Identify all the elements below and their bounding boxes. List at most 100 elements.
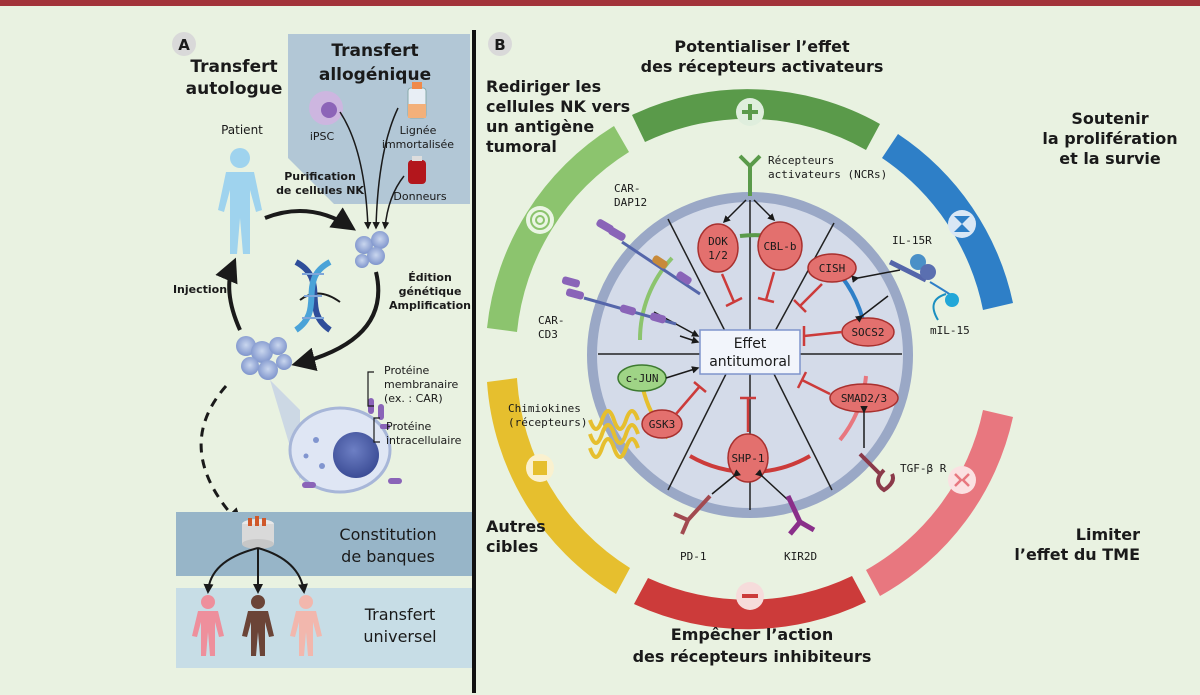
membrane-protein-label-1: Protéine [384, 364, 430, 377]
svg-text:SHP-1: SHP-1 [731, 452, 764, 465]
title-other-1: Autres [486, 517, 546, 536]
purification-label-2: de cellules NK [276, 184, 364, 197]
svg-text:CBL-b: CBL-b [763, 240, 796, 253]
title-inhibitory-2: des récepteurs inhibiteurs [633, 647, 872, 666]
node-dok: DOK 1/2 [697, 223, 739, 273]
car-cd3-label-1: CAR- [538, 314, 565, 327]
ring-segment-proliferation [882, 134, 1013, 310]
ring-segment-activating [632, 89, 880, 150]
title-redirect-1: Rediriger les [486, 77, 601, 96]
universal-label-1: Transfert [364, 605, 436, 624]
ring-segment-other [487, 378, 630, 594]
autologous-title-1: Transfert [190, 57, 277, 77]
activating-receptor-icon [738, 154, 762, 196]
panel-a-letter: A [178, 36, 190, 54]
tgfbr-icon [858, 452, 895, 493]
title-proliferation-3: et la survie [1059, 149, 1161, 168]
title-redirect-2: cellules NK vers [486, 97, 630, 116]
ring-segment-tme [866, 410, 1013, 596]
car-dap12-icon [596, 219, 701, 296]
svg-text:c-JUN: c-JUN [625, 372, 658, 385]
intracellular-protein-label-1: Protéine [386, 420, 432, 433]
editing-label-1: Édition [408, 271, 452, 284]
car-dap12-label-1: CAR- [614, 182, 641, 195]
node-socs2: SOCS2 [841, 317, 895, 347]
editing-label-2: génétique [399, 285, 462, 298]
node-cjun: c-JUN [617, 364, 667, 392]
edited-nk-cluster-icon [236, 336, 292, 380]
intracellular-protein-label-2: intracellulaire [386, 434, 462, 447]
cell-line-label-2: immortalisée [382, 138, 454, 151]
banks-label-2: de banques [341, 547, 435, 566]
flask-icon [407, 82, 427, 119]
title-tme-1: Limiter [1076, 525, 1140, 544]
blood-bag-icon [408, 156, 426, 184]
panel-divider [472, 30, 476, 693]
patient-label: Patient [221, 123, 263, 137]
svg-text:SOCS2: SOCS2 [851, 326, 884, 339]
donors-label: Donneurs [393, 190, 446, 203]
recipient-figure-icon-3 [290, 595, 322, 656]
plus-icon [736, 98, 764, 126]
letter-a-badge [172, 32, 196, 56]
membrane-protein-label-3: (ex. : CAR) [384, 392, 443, 405]
center-effect-label-2: antitumoral [709, 354, 791, 370]
svg-text:GSK3: GSK3 [649, 418, 676, 431]
kir2d-label: KIR2D [784, 550, 817, 563]
title-proliferation-1: Soutenir [1071, 109, 1148, 128]
il15r-icon [888, 254, 936, 283]
title-other-2: cibles [486, 537, 538, 556]
cryo-bank-icon [242, 516, 274, 549]
title-inhibitory-1: Empêcher l’action [671, 625, 833, 644]
pd1-label: PD-1 [680, 550, 707, 563]
panel-b-letter: B [494, 36, 505, 54]
ipsc-label: iPSC [310, 130, 335, 143]
banks-band [176, 512, 472, 576]
allogeneic-title-1: Transfert [331, 41, 418, 61]
receptors-label-2: activateurs (NCRs) [768, 168, 887, 181]
pd1-icon [673, 494, 712, 535]
title-top-1: Potentialiser l’effet [674, 37, 850, 56]
universal-band [176, 588, 472, 668]
title-redirect-4: tumoral [486, 137, 557, 156]
center-effect-box [699, 329, 801, 375]
car-dap12-label-2: DAP12 [614, 196, 647, 209]
chemokine-receptor-icon [588, 409, 640, 459]
recipient-figure-icon-1 [192, 595, 224, 656]
il15r-label: IL-15R [892, 234, 932, 247]
allogeneic-title-2: allogénique [319, 65, 431, 85]
universal-label-2: universel [363, 627, 436, 646]
nk-cell-cluster-icon [355, 231, 389, 268]
panel-b: B [486, 32, 1178, 666]
svg-text:CISH: CISH [819, 262, 846, 275]
minus-icon [736, 582, 764, 610]
dna-helix-icon [294, 259, 332, 333]
center-effect-label-1: Effet [734, 336, 767, 352]
chemokines-label-2: (récepteurs) [508, 416, 587, 429]
mil15-icon [945, 293, 959, 307]
target-icon [526, 206, 554, 234]
panel-a: A Transfert autologue Transfert allogéni… [172, 32, 472, 668]
receptors-label-1: Récepteurs [768, 154, 834, 167]
cell-line-label-1: Lignée [400, 124, 437, 137]
node-shp1: SHP-1 [727, 433, 769, 483]
node-cish: CISH [807, 253, 857, 283]
node-smad: SMAD2/3 [829, 383, 899, 413]
editing-label-3: Amplification [389, 299, 471, 312]
mil15-label: mIL-15 [930, 324, 970, 337]
injection-label: Injection [173, 283, 227, 296]
tgfbr-label: TGF-β R [900, 462, 947, 475]
chemokines-label-1: Chimiokines [508, 402, 581, 415]
car-cd3-label-2: CD3 [538, 328, 558, 341]
membrane-protein-label-2: membranaire [384, 378, 458, 391]
title-top-2: des récepteurs activateurs [641, 57, 884, 76]
square-icon [526, 454, 554, 482]
title-redirect-3: un antigène [486, 117, 594, 136]
title-proliferation-2: la prolifération [1042, 129, 1177, 148]
kir2d-icon [785, 494, 816, 536]
node-cblb: CBL-b [757, 221, 803, 271]
car-cd3-icon [561, 276, 677, 326]
letter-b-badge [488, 32, 512, 56]
